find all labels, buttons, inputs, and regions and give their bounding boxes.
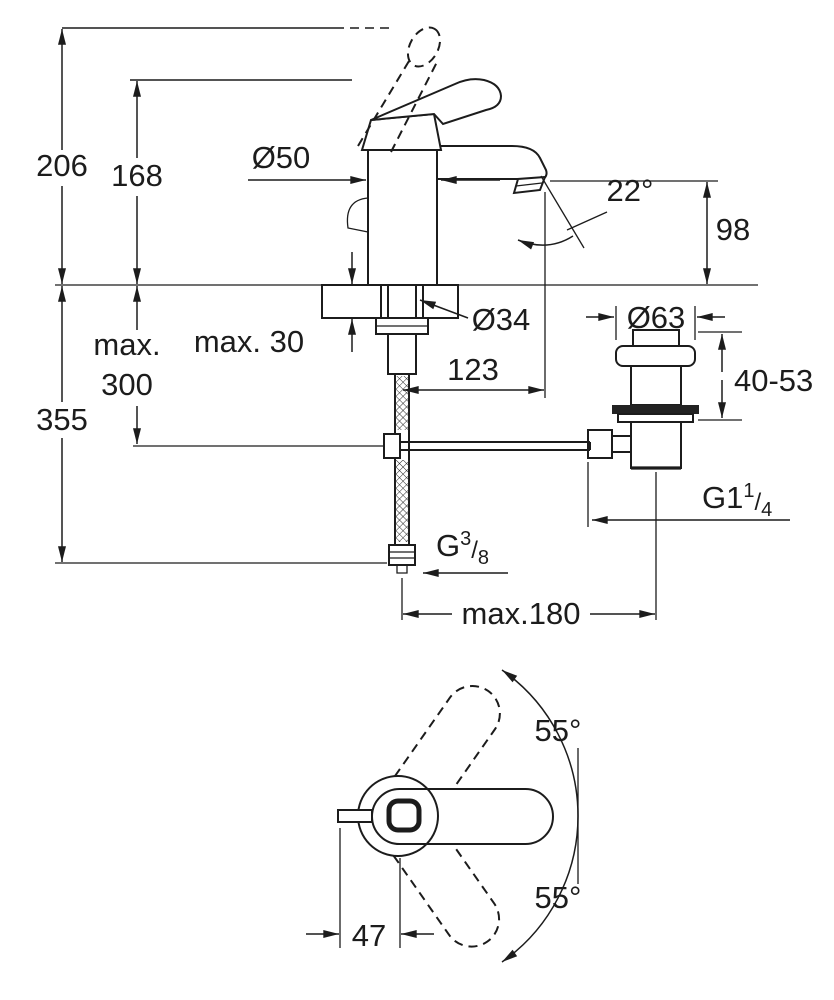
- dim-deck-thickness-max30: max. 30: [194, 252, 356, 359]
- angle-line: [540, 175, 585, 249]
- side-view: 206 168 355 max. 300 max. 30: [36, 26, 813, 631]
- dim-body-diameter-50: Ø50: [248, 140, 500, 184]
- waste-assembly: [587, 329, 699, 470]
- deck-slab-left: [321, 284, 382, 319]
- dim-clamping-range-40-53: 40-53: [698, 331, 813, 421]
- dim-label-206: 206: [36, 148, 88, 183]
- dim-label-300: 300: [101, 367, 153, 402]
- dim-label-max180: max.180: [462, 596, 581, 631]
- leader-line: [419, 299, 469, 319]
- dim-label-355: 355: [36, 402, 88, 437]
- pop-up-knob-loop: [346, 197, 369, 233]
- hose-nut: [388, 544, 416, 566]
- dim-label-22deg: 22°: [607, 173, 654, 208]
- waste-upper-tube: [630, 365, 682, 406]
- dim-lever-height-168: 168: [111, 79, 352, 284]
- lever-handle: [370, 78, 503, 126]
- waste-lower-tube: [630, 421, 682, 469]
- dim-outlet-height-98: 98: [550, 180, 750, 284]
- dim-hose-thread-g38: G3/8: [423, 528, 508, 577]
- threaded-shank: [387, 284, 417, 319]
- waste-seal-band: [612, 405, 699, 414]
- dim-spout-angle-22: 22°: [517, 173, 654, 250]
- dim-label-55-lower: 55°: [535, 880, 582, 915]
- swing-arc-lower: [501, 815, 579, 963]
- dim-hose-drop-max300: max. 300: [93, 286, 384, 447]
- lever-raised-dashed: [357, 26, 442, 153]
- rod-clamp: [383, 433, 401, 459]
- faucet-body: [346, 78, 548, 286]
- dim-label-123: 123: [447, 352, 499, 387]
- dim-label-d63: Ø63: [627, 300, 686, 335]
- raised-lever-edge: [390, 61, 438, 153]
- hose-braid: [395, 376, 409, 430]
- dim-label-168: 168: [111, 158, 163, 193]
- swing-arc-upper: [501, 669, 579, 817]
- hose-tip: [396, 565, 408, 574]
- dim-label-g-38: G3/8: [436, 528, 489, 569]
- dim-total-below-355: 355: [36, 286, 387, 564]
- swing-angle-arc: 55° 55°: [501, 669, 582, 963]
- dim-hole-diameter-34: Ø34: [419, 299, 531, 337]
- dim-label-40-53: 40-53: [734, 363, 813, 398]
- waste-locknut: [617, 413, 694, 423]
- waste-flange: [615, 345, 696, 367]
- dim-label-g1-14: G11/4: [702, 480, 772, 521]
- dim-waste-flange-63: Ø63: [586, 300, 725, 340]
- top-view: 55° 55° 47: [306, 669, 582, 963]
- dim-label-max30: max. 30: [194, 324, 304, 359]
- lever-hub: [386, 798, 422, 833]
- spout: [436, 145, 548, 180]
- dim-label-max: max.: [93, 327, 160, 362]
- threaded-shank-lower: [387, 333, 417, 375]
- dim-rod-reach-max180: max.180: [401, 472, 657, 631]
- body-outline: [367, 149, 438, 286]
- dim-waste-thread-g114: G11/4: [587, 462, 790, 527]
- dim-spout-reach-123: 123: [403, 192, 546, 398]
- dim-label-98: 98: [716, 212, 750, 247]
- dim-label-47: 47: [352, 918, 386, 953]
- angle-arc: [517, 235, 574, 250]
- dim-handle-offset-47: 47: [306, 828, 434, 953]
- aerator-line: [515, 182, 543, 187]
- leader-line: [566, 211, 608, 231]
- lever-tail: [337, 809, 373, 823]
- hose-braid: [395, 460, 409, 542]
- shank-and-hose: [375, 284, 429, 574]
- knurled-knob: [587, 429, 613, 459]
- pop-up-rod: [383, 433, 591, 459]
- raised-lever-edge: [357, 55, 413, 147]
- dim-label-d50: Ø50: [252, 140, 311, 175]
- dim-label-d34: Ø34: [472, 302, 531, 337]
- raised-lever-knob: [406, 26, 442, 68]
- dim-overall-height-206: 206: [36, 27, 394, 284]
- dim-label-55-upper: 55°: [535, 713, 582, 748]
